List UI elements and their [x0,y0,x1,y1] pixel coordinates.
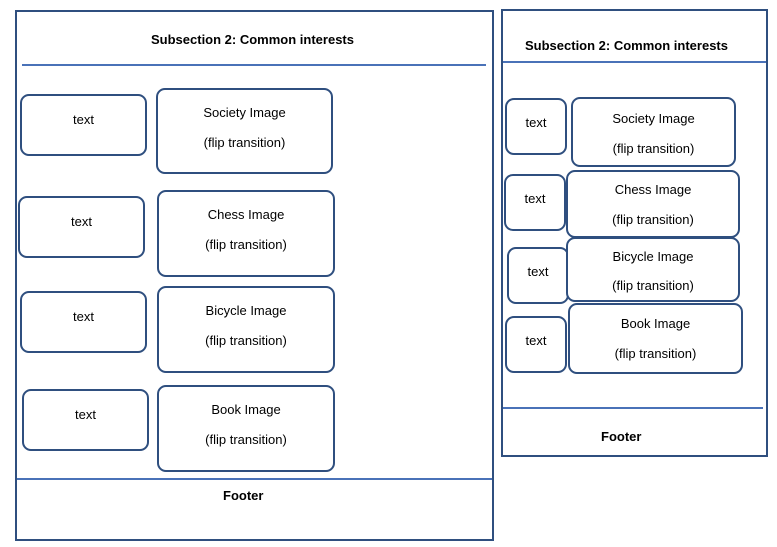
text-box-label: text [525,115,547,130]
mobile-image-box-book: Book Image (flip transition) [568,303,743,374]
desktop-subsection-heading: Subsection 2: Common interests [151,32,354,47]
mobile-image-box-society: Society Image (flip transition) [571,97,736,167]
text-box-label: text [75,407,96,422]
desktop-text-box-2: text [18,196,145,258]
mobile-text-box-3: text [507,247,569,304]
desktop-text-box-4: text [22,389,149,451]
text-box-label: text [524,191,546,206]
image-title: Society Image [612,111,695,126]
mobile-text-box-2: text [504,174,566,231]
mobile-footer: Footer [601,429,642,444]
text-box-label: text [71,214,92,229]
mobile-text-box-1: text [505,98,567,155]
desktop-footer-divider [17,478,492,480]
image-note: (flip transition) [612,278,694,293]
image-note: (flip transition) [612,212,694,227]
image-title: Chess Image [207,207,285,222]
desktop-image-box-book: Book Image (flip transition) [157,385,335,472]
mobile-footer-divider [503,407,763,409]
desktop-image-box-society: Society Image (flip transition) [156,88,333,174]
text-box-label: text [525,333,547,348]
text-box-label: text [73,309,94,324]
image-title: Book Image [211,402,281,417]
mobile-image-box-chess: Chess Image (flip transition) [566,170,740,238]
desktop-footer: Footer [223,488,264,503]
image-title: Book Image [620,316,691,331]
image-title: Chess Image [614,182,692,197]
image-note: (flip transition) [205,432,287,447]
text-box-label: text [73,112,94,127]
mobile-image-box-bicycle: Bicycle Image (flip transition) [566,237,740,302]
desktop-image-box-chess: Chess Image (flip transition) [157,190,335,277]
desktop-text-box-1: text [20,94,147,156]
image-title: Society Image [203,105,286,120]
image-note: (flip transition) [205,333,287,348]
text-box-label: text [527,264,549,279]
image-note: (flip transition) [614,346,697,361]
image-title: Bicycle Image [205,303,287,318]
desktop-header-divider [22,64,486,66]
image-note: (flip transition) [203,135,286,150]
desktop-text-box-3: text [20,291,147,353]
mobile-subsection-heading: Subsection 2: Common interests [525,38,728,53]
mobile-header-divider [503,61,766,63]
image-note: (flip transition) [205,237,287,252]
image-note: (flip transition) [612,141,695,156]
image-title: Bicycle Image [612,249,694,264]
mobile-text-box-4: text [505,316,567,373]
desktop-image-box-bicycle: Bicycle Image (flip transition) [157,286,335,373]
